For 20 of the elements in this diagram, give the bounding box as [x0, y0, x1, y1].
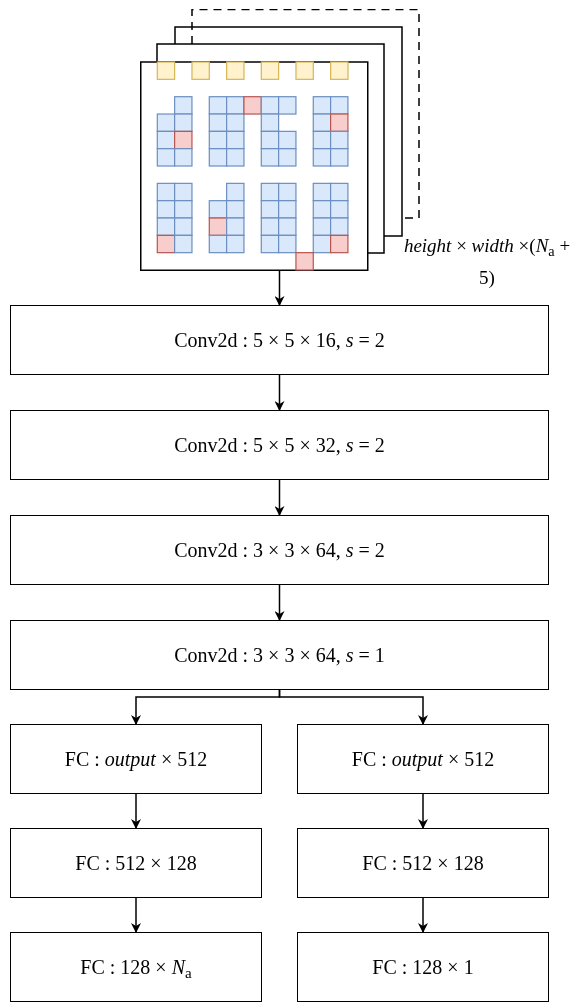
layer-box: Conv2d : 3 × 3 × 64, s = 1 [10, 620, 549, 690]
arrow [418, 897, 428, 933]
arrow [274, 270, 285, 306]
layer-box: Conv2d : 5 × 5 × 32, s = 2 [10, 410, 549, 480]
layer-box: FC : 512 × 128 [297, 828, 549, 898]
layer-box: FC : 512 × 128 [10, 828, 262, 898]
layer-box: FC : output × 512 [10, 724, 262, 794]
layer-box: FC : 128 × N$_{a}$ [10, 932, 262, 1002]
arrow [274, 584, 285, 621]
layer-box: Conv2d : 3 × 3 × 64, s = 2 [10, 515, 549, 585]
layer-box: Conv2d : 5 × 5 × 16, s = 2 [10, 305, 549, 375]
arrow [274, 374, 285, 411]
arrow [418, 793, 428, 829]
layer-box: FC : 128 × 1 [297, 932, 549, 1002]
arrow [274, 479, 285, 516]
layer-box: FC : output × 512 [297, 724, 549, 794]
arrow [131, 793, 141, 829]
arrow [131, 897, 141, 933]
arrow [278, 689, 428, 725]
dimension-label: height × width ×(N$_{a}$ + 5) [403, 234, 571, 290]
